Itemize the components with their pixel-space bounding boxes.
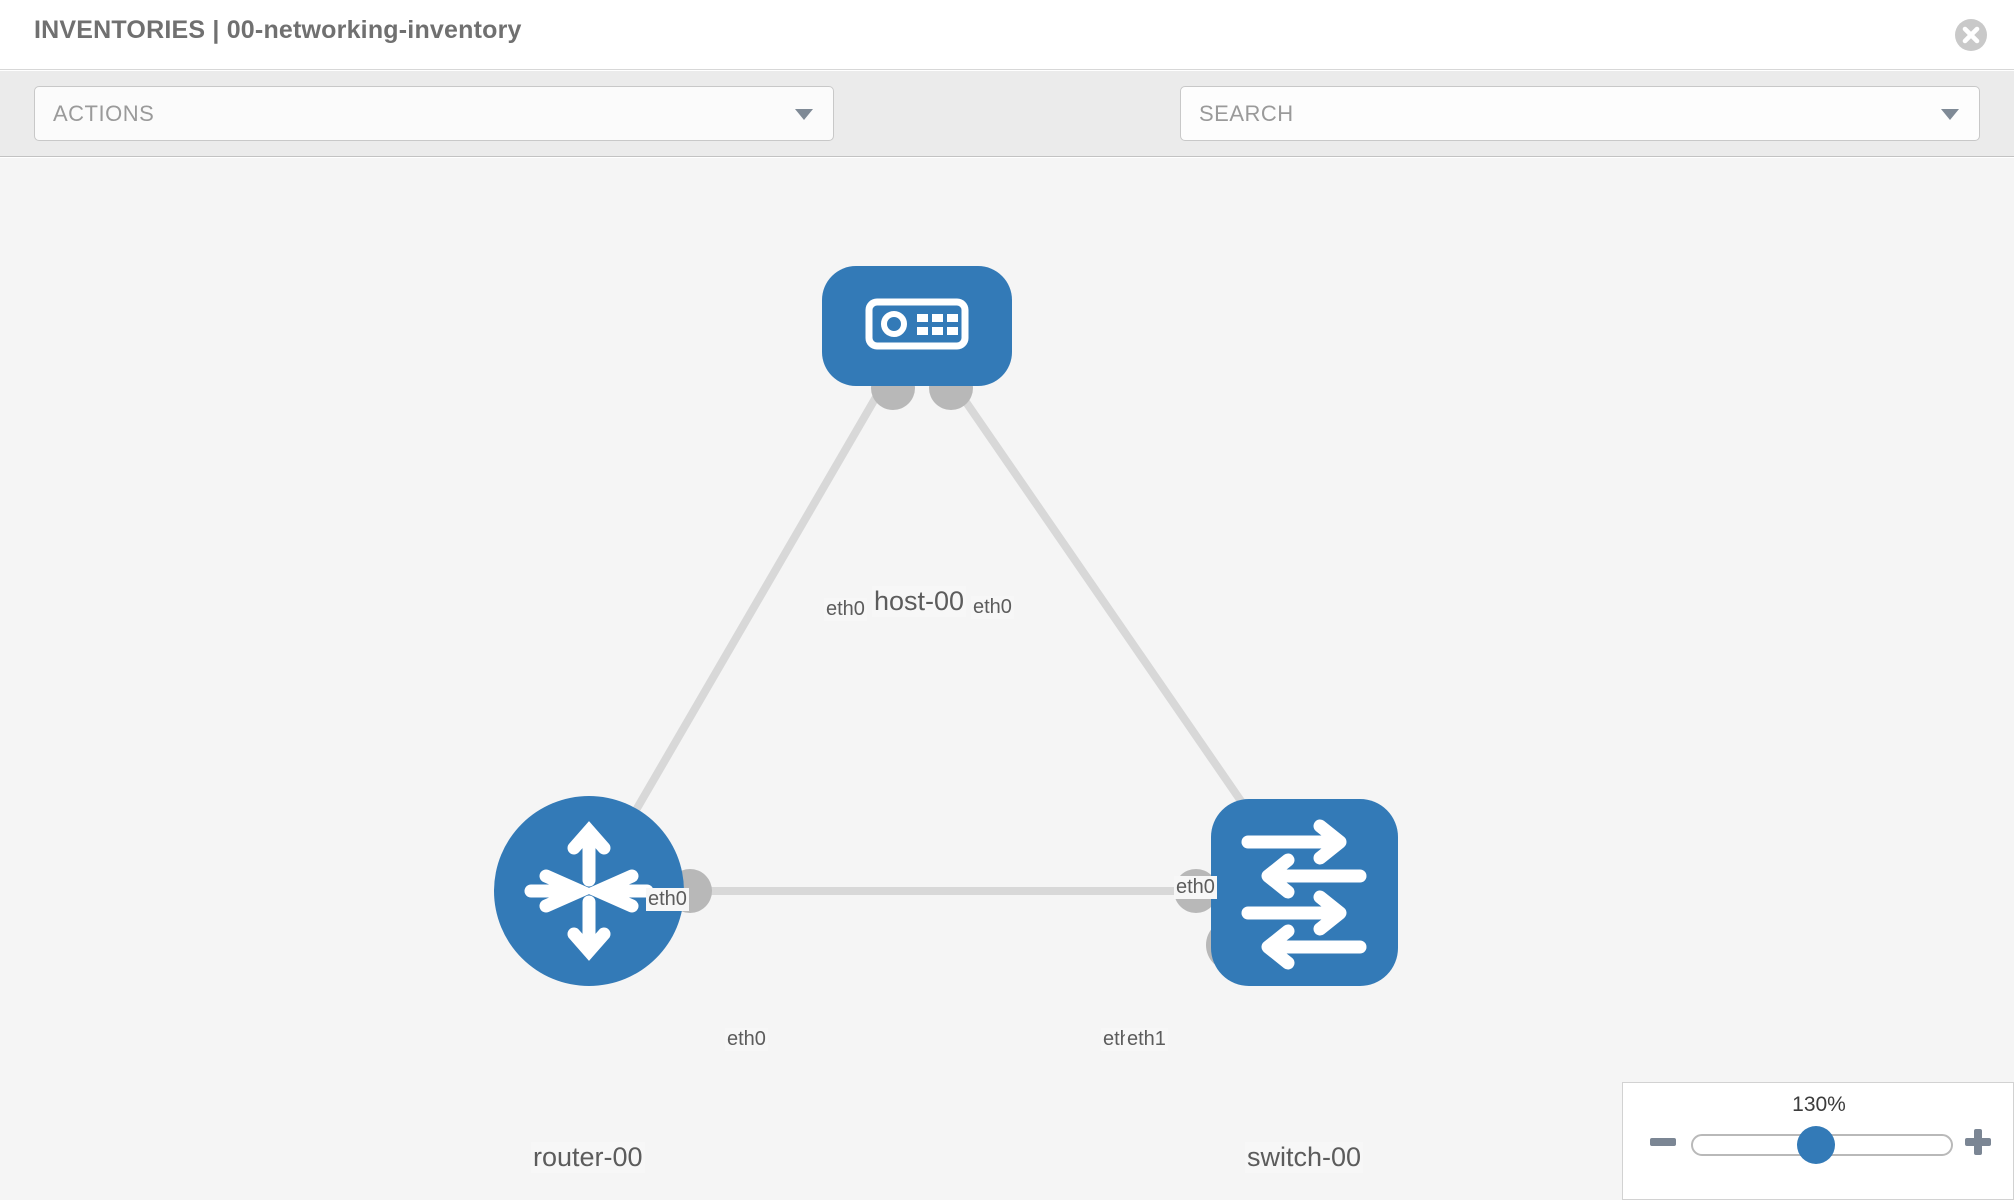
- graph-connectors: [668, 366, 1258, 971]
- close-icon[interactable]: [1954, 18, 1988, 52]
- zoom-slider-handle[interactable]: [1797, 1126, 1835, 1164]
- page-title: INVENTORIES | 00-networking-inventory: [34, 16, 522, 44]
- node-label-host-00: host-00: [872, 586, 967, 617]
- node-host-00[interactable]: [822, 266, 1012, 386]
- node-router-00[interactable]: [494, 796, 684, 986]
- minus-icon[interactable]: [1648, 1127, 1678, 1157]
- toolbar: ACTIONS SEARCH: [0, 71, 2014, 202]
- edge-label: eth0: [646, 888, 689, 911]
- node-switch-00[interactable]: [1211, 799, 1398, 986]
- chevron-down-icon: [795, 109, 813, 120]
- node-label-router-00: router-00: [531, 1142, 645, 1173]
- plus-icon[interactable]: [1963, 1127, 1993, 1157]
- zoom-percent-label: 130%: [1792, 1093, 1846, 1116]
- edge-label: eth0: [725, 1028, 768, 1051]
- topology-canvas[interactable]: eth0 eth0 eth0 eth0 eth0 eth eth1 host-0…: [0, 158, 2014, 1200]
- search-placeholder: SEARCH: [1199, 101, 1294, 126]
- actions-dropdown-label: ACTIONS: [53, 101, 155, 126]
- page-header: INVENTORIES | 00-networking-inventory: [0, 0, 2014, 70]
- search-input[interactable]: SEARCH: [1180, 86, 1980, 141]
- node-label-switch-00: switch-00: [1245, 1142, 1364, 1173]
- graph-links: [585, 370, 1307, 895]
- link-router-host: [585, 370, 894, 894]
- edge-label: eth0: [1174, 876, 1217, 899]
- chevron-down-icon[interactable]: [1941, 109, 1959, 120]
- edge-label: eth0: [971, 596, 1014, 619]
- zoom-control: 130%: [1622, 1082, 2014, 1200]
- edge-label: eth: [1101, 1028, 1133, 1051]
- topology-graph: [494, 266, 1398, 986]
- actions-dropdown[interactable]: ACTIONS: [34, 86, 834, 141]
- edge-label: eth0: [824, 598, 867, 621]
- edge-label: eth1: [1125, 1028, 1168, 1051]
